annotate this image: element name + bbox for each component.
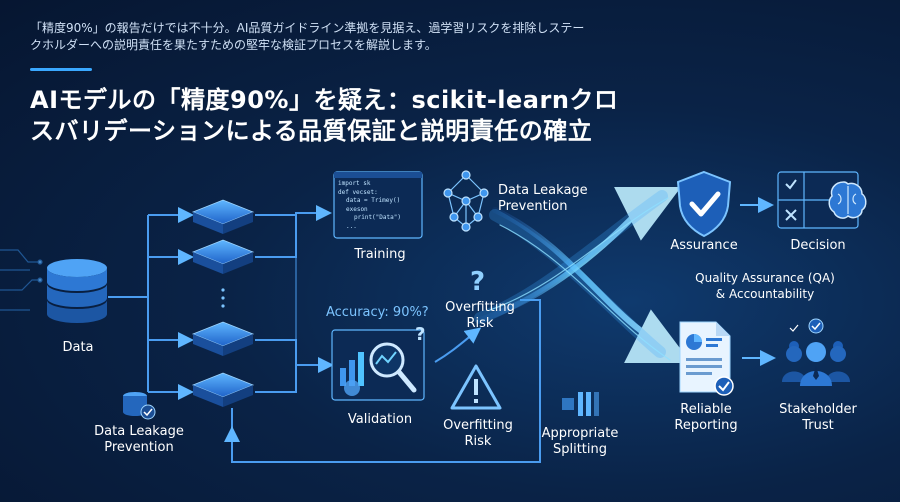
decision-label: Decision: [790, 238, 846, 253]
report-icon: [679, 321, 734, 396]
qa-line2: & Accountability: [715, 287, 815, 301]
splitting-line1: Appropriate: [541, 426, 619, 441]
fold-chip-icon: [191, 199, 255, 407]
question-icon: ?: [470, 267, 485, 297]
overfit-top-line2: Risk: [466, 316, 494, 331]
chart-magnifier-icon: [331, 329, 425, 401]
code-window-icon: [333, 171, 423, 239]
accuracy-question-mark: ?: [415, 324, 425, 345]
qa-line1: Quality Assurance (QA): [695, 271, 835, 285]
warning-icon: [450, 364, 502, 410]
qa-label: Quality Assurance (QA) & Accountability: [680, 270, 850, 302]
overfit-bottom-line1: Overfitting: [443, 418, 513, 433]
brain-icon: [828, 181, 867, 219]
code-line: def vecset:: [338, 188, 378, 196]
code-line: data = Trimey(): [346, 197, 401, 204]
database-check-icon: [123, 392, 156, 420]
splitting-label: Appropriate Splitting: [532, 426, 628, 458]
reporting-line1: Reliable: [680, 402, 732, 417]
neural-network-icon: [443, 170, 489, 232]
title-accent-rule: [30, 68, 92, 71]
center-leakage-label: Data Leakage Prevention: [498, 183, 608, 215]
database-icon: [47, 259, 107, 323]
overfit-top-line1: Overfitting: [445, 300, 515, 315]
accuracy-label: Accuracy: 90%?: [326, 305, 429, 320]
left-leakage-line2: Prevention: [104, 440, 174, 455]
page-title: AIモデルの「精度90%」を疑え：scikit-learnクロスバリデーションに…: [30, 86, 619, 145]
stakeholder-line2: Trust: [802, 418, 834, 433]
subtitle: 「精度90%」の報告だけでは不十分。AI品質ガイドライン準拠を見据え、過学習リス…: [30, 21, 585, 52]
code-line: exeson: [346, 205, 368, 213]
training-label: Training: [354, 247, 406, 262]
stakeholder-label: Stakeholder Trust: [772, 402, 864, 434]
stakeholders-icon: [782, 318, 850, 386]
code-line: ...: [346, 222, 357, 230]
overfit-bottom-label: Overfitting Risk: [434, 418, 522, 450]
validation-label: Validation: [347, 412, 413, 427]
overfit-bottom-line2: Risk: [464, 434, 492, 449]
circuit-traces: [0, 249, 43, 311]
branch-lines: [108, 207, 194, 400]
center-leakage-line2: Prevention: [498, 199, 568, 214]
reporting-line2: Reporting: [674, 418, 738, 433]
left-leakage-line1: Data Leakage: [94, 424, 184, 439]
assurance-label: Assurance: [670, 238, 738, 253]
glow-streams: [474, 186, 692, 364]
shield-check-icon: [676, 170, 732, 238]
splitting-line2: Splitting: [552, 442, 608, 457]
code-line: import sk: [338, 180, 371, 187]
center-leakage-line1: Data Leakage: [498, 183, 588, 198]
stakeholder-line1: Stakeholder: [779, 402, 857, 417]
split-icon: [562, 392, 599, 416]
data-label: Data: [62, 340, 94, 355]
code-snippet: import sk def vecset: data = Trimey() ex…: [338, 180, 420, 231]
left-leakage-label: Data Leakage Prevention: [80, 424, 198, 456]
reporting-label: Reliable Reporting: [666, 402, 746, 434]
overfit-top-label: Overfitting Risk: [436, 300, 524, 332]
code-line: print("Data"): [354, 214, 401, 221]
